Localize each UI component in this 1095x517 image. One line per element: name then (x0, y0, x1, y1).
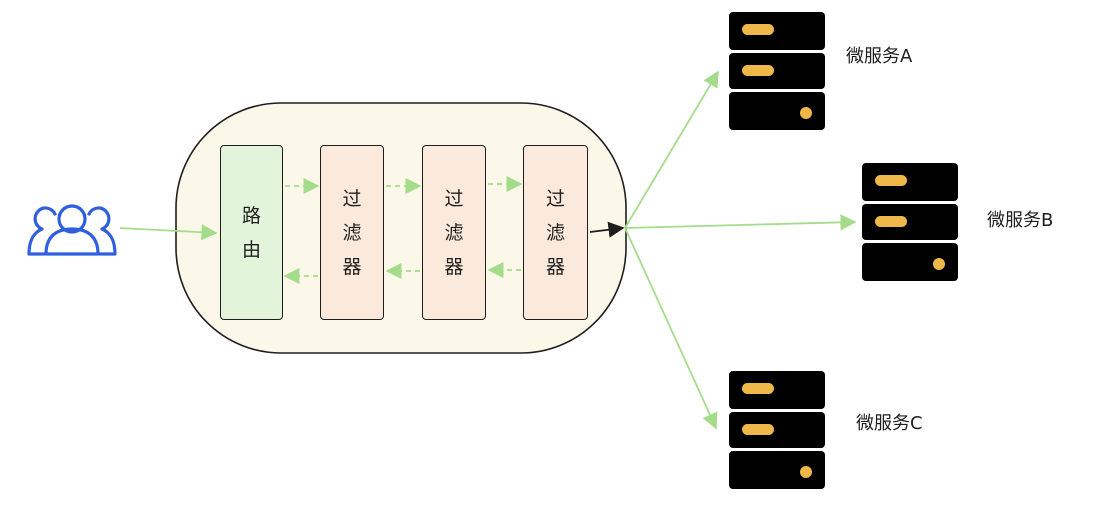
filter-char: 器 (444, 255, 464, 278)
filter-char: 滤 (342, 221, 362, 244)
filter-char: 过 (444, 187, 464, 210)
server-icon (862, 163, 958, 281)
filter-char: 器 (545, 255, 565, 278)
server-icon (729, 12, 825, 130)
service-label: 微服务B (987, 210, 1054, 231)
router-char: 由 (241, 238, 261, 261)
filter-box: 过 滤 器 (422, 145, 486, 320)
router-box: 路 由 (220, 145, 283, 320)
users-icon (27, 204, 117, 256)
filter-char: 滤 (545, 221, 565, 244)
filter-char: 器 (342, 255, 362, 278)
arrow-to-service-c (624, 227, 718, 430)
arrow-to-service-a (624, 70, 719, 229)
service-label: 微服务A (846, 46, 913, 67)
service-label: 微服务C (856, 413, 923, 434)
router-char: 路 (241, 204, 261, 227)
filter-char: 过 (545, 187, 565, 210)
filter-char: 滤 (444, 221, 464, 244)
filter-char: 过 (342, 187, 362, 210)
filter-box: 过 滤 器 (523, 145, 588, 320)
filter-box: 过 滤 器 (320, 145, 384, 320)
arrow-user-to-router (119, 224, 218, 241)
arrow-to-service-b (624, 214, 857, 231)
server-icon (729, 371, 825, 489)
arrow-filter3-out (589, 221, 625, 238)
